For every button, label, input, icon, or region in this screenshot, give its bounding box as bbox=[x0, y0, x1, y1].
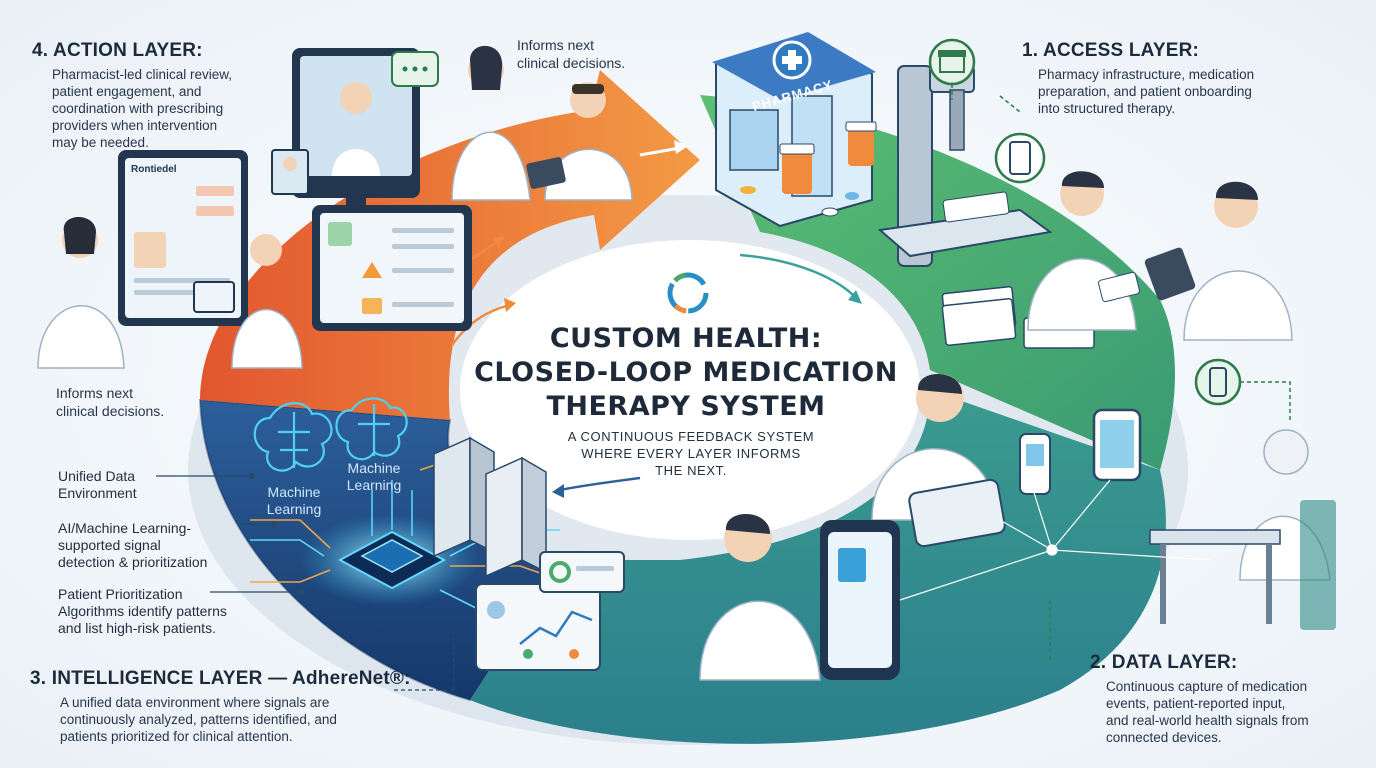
action-layer-title: 4. ACTION LAYER: bbox=[32, 40, 203, 61]
pharmacist-figures bbox=[451, 45, 633, 201]
record-screen-label: Rontiedel bbox=[131, 164, 177, 175]
flow-arrow-intelligence bbox=[559, 476, 641, 492]
patient-with-devices bbox=[871, 373, 1051, 548]
center-core bbox=[460, 240, 920, 540]
patient-figures-access bbox=[1027, 171, 1293, 341]
clinician-figures-left bbox=[37, 217, 303, 369]
data-layer-title: 2. DATA LAYER: bbox=[1090, 652, 1238, 673]
server-racks bbox=[433, 436, 547, 578]
machine-learning-label-right: Machine Learning bbox=[346, 460, 402, 493]
medication-bottles bbox=[740, 121, 877, 217]
flow-arrow-access bbox=[739, 253, 859, 301]
flow-arrow-action bbox=[450, 303, 511, 346]
unified-data-item: Unified Data Environment bbox=[58, 468, 137, 501]
intelligence-leaders bbox=[156, 472, 455, 691]
pill-packaging-machine bbox=[877, 65, 1053, 267]
phone-app-patient bbox=[699, 513, 900, 681]
ai-ml-item: AI/Machine Learning- supported signal de… bbox=[58, 520, 208, 570]
telehealth-monitor bbox=[271, 48, 420, 218]
intelligence-layer-description: A unified data environment where signals… bbox=[60, 695, 337, 744]
diagram-subtitle: A CONTINUOUS FEEDBACK SYSTEM WHERE EVERY… bbox=[567, 429, 815, 478]
action-layer-description: Pharmacist-led clinical review, patient … bbox=[52, 67, 233, 150]
brain-icon-right bbox=[335, 397, 408, 461]
adherenet-brand: AdhereNet®: bbox=[292, 668, 411, 689]
chat-bubble-icon bbox=[391, 51, 439, 87]
phone-signal-icon bbox=[1194, 358, 1242, 406]
data-segment bbox=[470, 390, 1166, 744]
analytics-dashboard bbox=[475, 551, 625, 671]
data-layer-description: Continuous capture of medication events,… bbox=[1106, 679, 1309, 745]
machine-learning-label-left: Machine Learning bbox=[266, 484, 322, 517]
pill-pack-icon bbox=[994, 132, 1046, 184]
signal-network bbox=[899, 479, 1211, 660]
brain-icon-left bbox=[253, 402, 333, 472]
access-layer-title: 1. ACCESS LAYER: bbox=[1022, 40, 1200, 61]
diagram-title: CUSTOM HEALTH: CLOSED-LOOP MEDICATION TH… bbox=[474, 323, 898, 422]
patient-prioritization-item: Patient Prioritization Algorithms identi… bbox=[58, 586, 227, 636]
store-icon bbox=[928, 38, 976, 86]
access-layer-description: Pharmacy infrastructure, medication prep… bbox=[1038, 67, 1255, 116]
alert-dashboard-screen bbox=[312, 205, 472, 331]
smartphone-device bbox=[1092, 408, 1142, 482]
seated-patient bbox=[1149, 429, 1336, 630]
medical-cross-icon bbox=[772, 40, 812, 80]
note-top: Informs next clinical decisions. bbox=[517, 37, 626, 71]
intelligence-layer-title: 3. INTELLIGENCE LAYER — AdhereNet®: bbox=[30, 668, 411, 689]
custom-health-logo bbox=[667, 272, 709, 314]
note-left: Informs next clinical decisions. bbox=[56, 385, 165, 419]
